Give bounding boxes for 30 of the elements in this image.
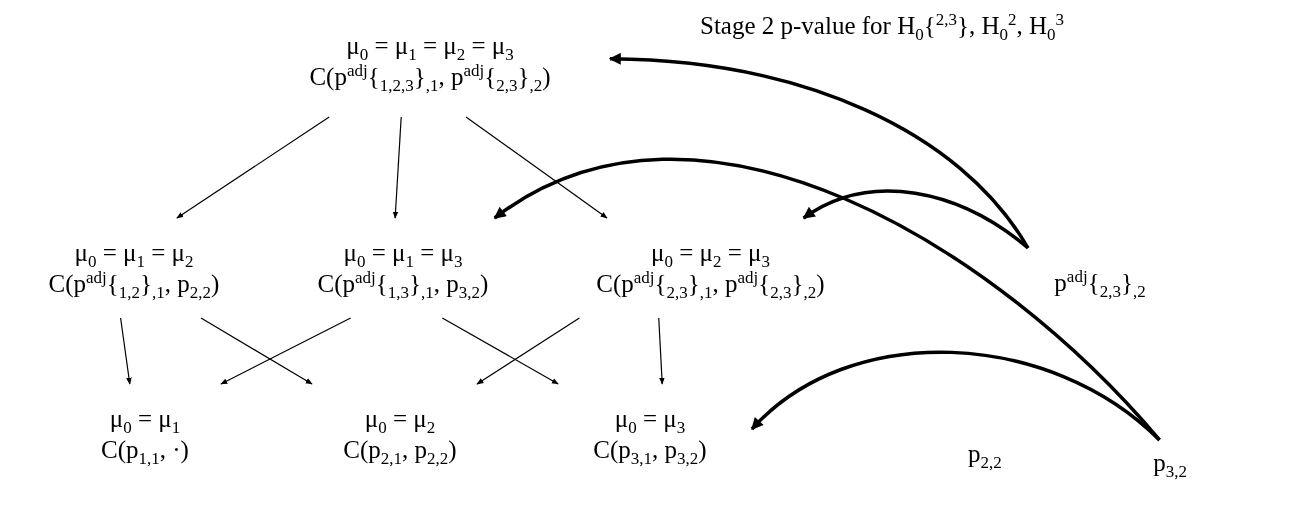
combination-text: C(p$^{adj}${$_{1,2,3}$}$_{,1}$, p$^{adj}${$_{2,3}$}$_{,2}$): [309, 61, 551, 93]
combination-text: C(p$^{adj}${$_{1,3}$}$_{,1}$, p$_{3,2}$): [317, 268, 489, 300]
combination-text: C(p$_{3,1}$, p$_{3,2}$): [593, 435, 707, 466]
arrow: [200, 317, 313, 385]
hypothesis-text: μ$_{0}$ = μ$_{1}$ = μ$_{2}$: [74, 237, 194, 268]
arrow: [802, 189, 1030, 250]
arrow: [392, 116, 402, 219]
arrow: [220, 317, 352, 385]
arrow: [120, 317, 132, 385]
arrow: [176, 116, 330, 219]
arrow: [476, 317, 580, 385]
combination-text: C(p$^{adj}${$_{2,3}$}$_{,1}$, p$^{adj}${$_{2,3}$}$_{,2}$): [596, 268, 825, 300]
hypothesis-text: μ$_{0}$ = μ$_{1}$: [109, 403, 181, 434]
arrow: [658, 317, 665, 385]
arrow: [750, 350, 1161, 442]
hypothesis-text: μ$_{0}$ = μ$_{2}$ = μ$_{3}$: [651, 237, 770, 268]
arrow: [465, 116, 608, 219]
hypothesis-text: μ$_{0}$ = μ$_{1}$ = μ$_{3}$: [343, 237, 463, 268]
combination-text: C(p$^{adj}${$_{1,2}$}$_{,1}$, p$_{2,2}$): [48, 268, 220, 300]
p-value-text: p$^{adj}${$_{2,3}$}$_{,2}$: [1054, 267, 1146, 299]
arrow: [608, 53, 1030, 249]
p-value-text: p$_{2,2}$: [968, 440, 1002, 468]
hypothesis-text: μ$_{0}$ = μ$_{1}$ = μ$_{2}$ = μ$_{3}$: [346, 30, 514, 61]
p-value-text: p$_{3,2}$: [1153, 447, 1187, 479]
hypothesis-text: μ$_{0}$ = μ$_{2}$: [364, 403, 436, 434]
arrow: [493, 157, 1161, 442]
hypothesis-text: μ$_{0}$ = μ$_{3}$: [614, 403, 686, 434]
combination-text: C(p$_{1,1}$, ·): [101, 435, 189, 466]
arrow: [441, 317, 559, 385]
combination-text: C(p$_{2,1}$, p$_{2,2}$): [343, 435, 457, 466]
